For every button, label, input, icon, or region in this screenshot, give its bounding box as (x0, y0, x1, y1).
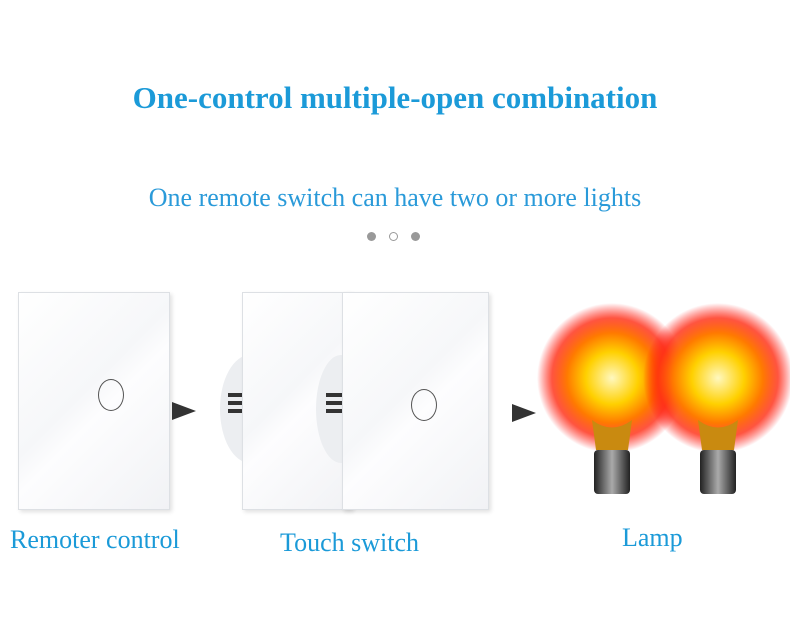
arrow-right-icon (172, 402, 196, 420)
touch-button-icon (98, 379, 124, 411)
bulb-icon (643, 303, 790, 494)
lamps-image (537, 303, 790, 494)
touch-switch-image (342, 292, 489, 510)
lamp-label: Lamp (622, 523, 683, 552)
vent-icon (326, 393, 342, 397)
vent-icon (228, 393, 244, 397)
vent-icon (326, 409, 342, 413)
carousel-dot[interactable] (411, 232, 420, 241)
touch-button-icon (411, 389, 437, 421)
vent-icon (228, 401, 244, 405)
bulb-icon (537, 303, 687, 494)
vent-icon (326, 401, 342, 405)
carousel-dot[interactable] (389, 232, 398, 241)
vent-icon (228, 409, 244, 413)
subtitle: One remote switch can have two or more l… (148, 183, 642, 212)
page-title: One-control multiple-open combination (132, 80, 658, 115)
remote-control-label: Remoter control (10, 525, 180, 554)
remote-switch-image (18, 292, 170, 510)
carousel-dot[interactable] (367, 232, 376, 241)
arrow-right-icon (512, 404, 536, 422)
touch-switch-label: Touch switch (280, 528, 419, 557)
